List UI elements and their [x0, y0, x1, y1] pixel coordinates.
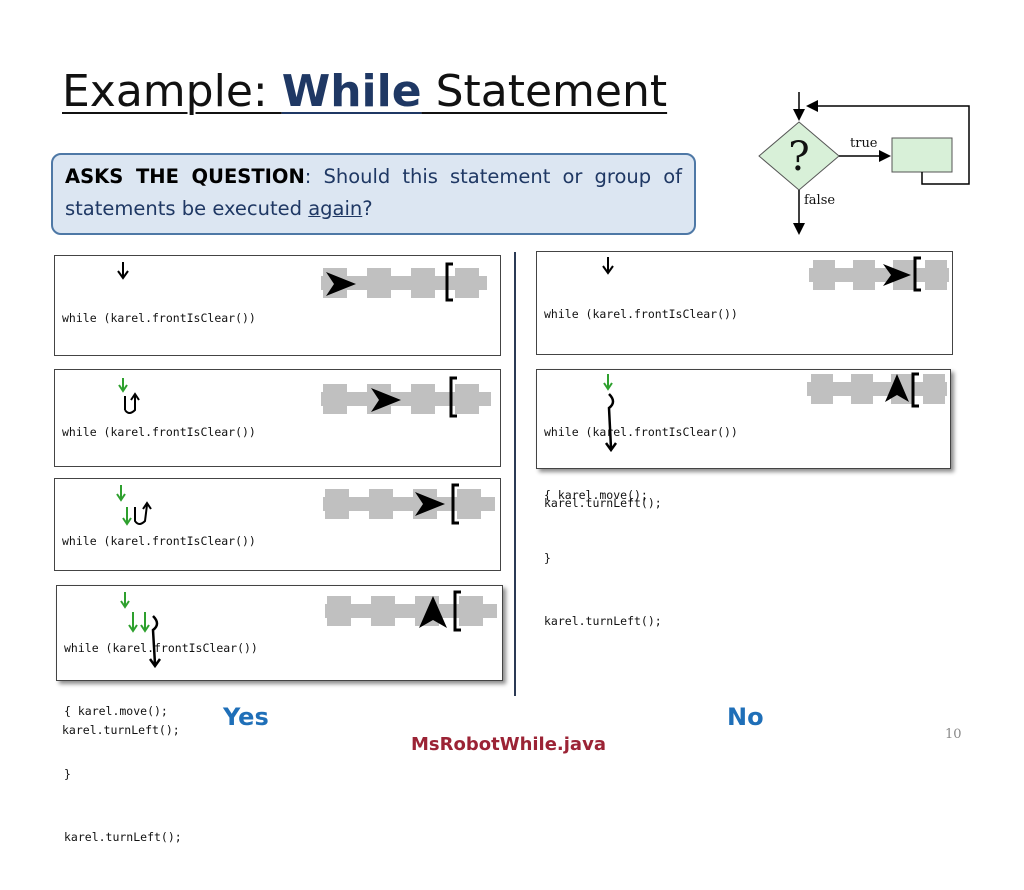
footer-filename: MsRobotWhile.java [411, 734, 606, 755]
execution-arrow-icon [117, 262, 129, 280]
decision-symbol: ? [788, 134, 809, 180]
robot-up-icon [419, 596, 447, 628]
panel-art [603, 372, 947, 453]
code-line: while (karel.frontIsClear()) [544, 307, 738, 321]
panel-art [118, 376, 491, 418]
wall-bracket-icon [911, 372, 919, 408]
yes-panel-4: while (karel.frontIsClear()) { karel.mov… [56, 585, 503, 844]
robot-up-icon [885, 374, 909, 402]
code-line: while (karel.frontIsClear()) [64, 641, 258, 655]
execution-arrow-icon [134, 501, 152, 525]
track-row [321, 384, 491, 414]
true-label: true [850, 136, 878, 151]
slide-title: Example: While Statement [62, 66, 667, 117]
robot-right-icon [415, 492, 445, 516]
callout-underlined: again [308, 197, 363, 220]
yes-panel-1: while (karel.frontIsClear()) { karel.mov… [54, 255, 501, 514]
yes-panel-3: while (karel.frontIsClear()) { karel.mov… [54, 478, 501, 737]
code-line: while (karel.frontIsClear()) [62, 425, 256, 439]
track-row [323, 489, 495, 519]
code-line: { karel.move(); [64, 704, 168, 718]
title-prefix: Example: [62, 66, 282, 117]
robot-right-icon [371, 388, 401, 412]
code-line: while (karel.frontIsClear()) [62, 534, 256, 548]
column-divider [514, 252, 516, 696]
panel-art [602, 256, 949, 292]
callout-bold: ASKS THE QUESTION [65, 165, 305, 188]
wall-bracket-icon [453, 590, 461, 632]
code-line: } [64, 767, 71, 781]
execution-arrow-icon [602, 257, 614, 275]
code-line: karel.turnLeft(); [544, 614, 662, 628]
while-flowchart: ? true false [758, 92, 970, 235]
green-arrow-icon [603, 374, 613, 391]
code-line: while (karel.frontIsClear()) [62, 311, 256, 325]
green-arrow-icon [120, 592, 130, 609]
robot-right-icon [883, 264, 911, 286]
wall-bracket-icon [449, 376, 457, 418]
false-label: false [804, 193, 835, 208]
code-line: karel.turnLeft(); [62, 723, 180, 737]
code-line: karel.turnLeft(); [64, 830, 182, 844]
panel-art [120, 590, 497, 669]
statement-box [891, 137, 953, 173]
title-suffix: Statement [421, 66, 668, 117]
execution-arrow-icon [148, 615, 162, 669]
callout-end: ? [362, 197, 373, 220]
panel-art [117, 262, 487, 302]
code-line: { karel.move(); [544, 488, 648, 502]
wall-bracket-icon [913, 256, 921, 292]
code-line: karel.turnLeft(); [544, 496, 662, 510]
track-row [325, 596, 497, 626]
robot-right-icon [326, 272, 356, 296]
execution-arrow-icon [124, 392, 140, 414]
yes-panel-2: while (karel.frontIsClear()) { karel.mov… [54, 369, 501, 628]
flow-loop-back-arrow [806, 100, 970, 185]
panel-art [116, 483, 495, 526]
code-block: while (karel.frontIsClear()) { karel.mov… [544, 380, 738, 674]
execution-arrow-icon [604, 393, 618, 453]
green-arrow-icon [116, 485, 126, 502]
question-callout: ASKS THE QUESTION: Should this statement… [51, 153, 696, 235]
green-arrow-icon [118, 378, 128, 393]
title-keyword: While [281, 66, 422, 117]
wall-bracket-icon [451, 483, 459, 525]
code-line: } [544, 551, 551, 565]
green-arrow-icon [122, 507, 132, 526]
wall-bracket-icon [445, 262, 453, 302]
no-panel-1: while (karel.frontIsClear()) { karel.mov… [536, 251, 953, 510]
code-line: while (karel.frontIsClear()) [544, 425, 738, 439]
no-panel-2: while (karel.frontIsClear()) { karel.mov… [536, 369, 951, 628]
yes-label: Yes [223, 703, 269, 731]
track-row [807, 374, 947, 404]
track-row [809, 260, 949, 290]
green-arrow-icon [128, 612, 138, 633]
callout-text: Should this statement or group of statem… [65, 165, 682, 220]
no-label: No [727, 703, 764, 731]
green-arrow-icon [140, 612, 150, 633]
callout-colon: : [304, 165, 324, 188]
page-number: 10 [945, 727, 962, 742]
